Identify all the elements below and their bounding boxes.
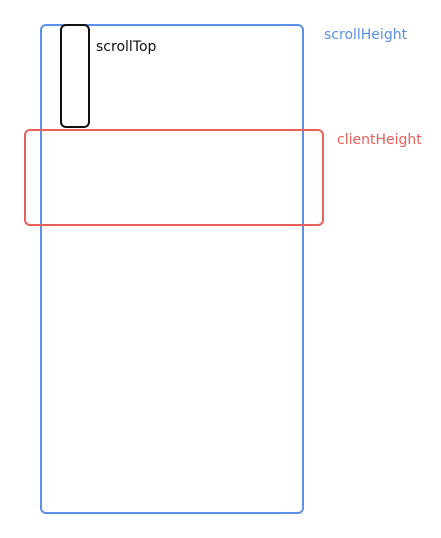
scroll-top-label: scrollTop (96, 39, 157, 55)
client-height-label: clientHeight (337, 132, 422, 148)
client-height-box (24, 129, 324, 226)
scroll-top-box (60, 24, 90, 128)
scroll-height-label: scrollHeight (324, 27, 408, 43)
scroll-height-box (40, 24, 304, 514)
